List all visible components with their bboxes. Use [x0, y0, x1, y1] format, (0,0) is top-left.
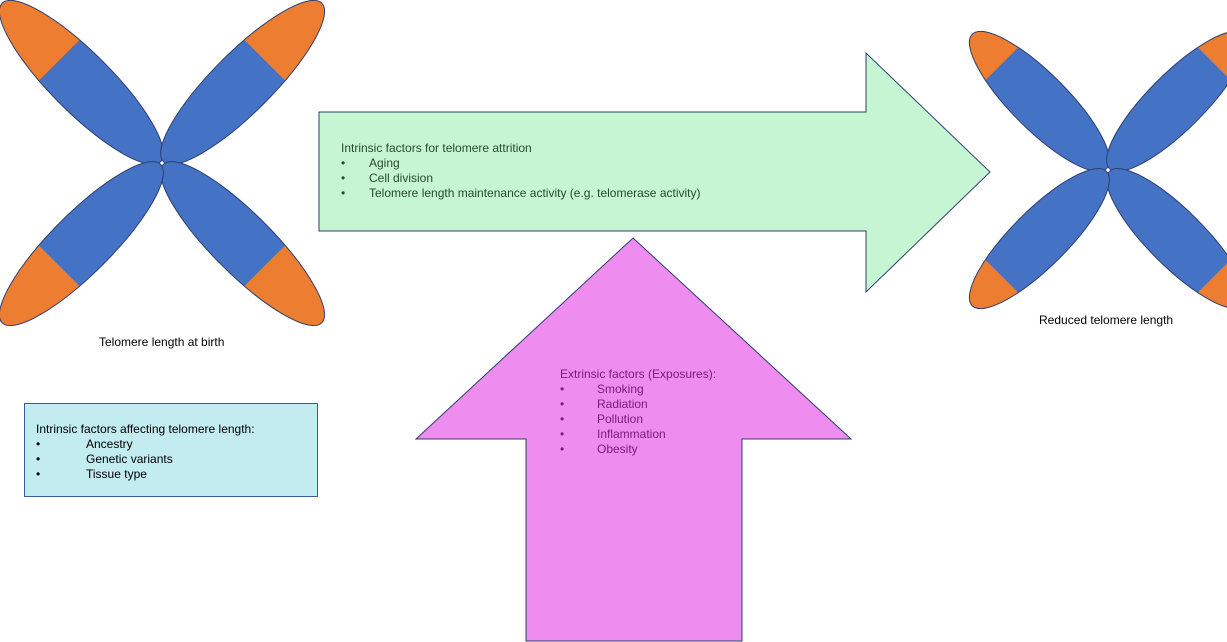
chromatid-body — [1106, 168, 1227, 309]
attrition-factors-text: Intrinsic factors for telomere attrition… — [341, 141, 700, 201]
extrinsic-factor-item: • Smoking — [560, 382, 716, 397]
extrinsic-factors-arrow — [414, 237, 853, 642]
intrinsic-factors-title: Intrinsic factors affecting telomere len… — [36, 422, 255, 436]
extrinsic-factor-label: Smoking — [597, 382, 644, 396]
chromosome-reduced-icon — [952, 14, 1227, 326]
chromatid-outline — [160, 0, 326, 165]
attrition-factor-item: • Cell division — [341, 171, 700, 186]
bullet-icon: • — [560, 442, 565, 456]
caption-reduced-telomere: Reduced telomere length — [1039, 313, 1174, 327]
intrinsic-factors-text: Intrinsic factors affecting telomere len… — [36, 422, 255, 482]
telomere-cap — [242, 0, 344, 83]
caption-telomere-birth: Telomere length at birth — [99, 335, 225, 349]
bullet-icon: • — [36, 437, 41, 451]
bullet-icon: • — [341, 186, 346, 200]
chromatid-body — [969, 168, 1110, 309]
intrinsic-factor-item: • Genetic variants — [36, 452, 255, 467]
chromatid-arm — [0, 161, 164, 345]
telomere-cap — [242, 243, 344, 345]
bullet-icon: • — [36, 467, 41, 481]
attrition-factor-label: Aging — [369, 156, 400, 170]
chromatid-arm — [160, 0, 344, 165]
chromatid-outline — [1106, 168, 1227, 310]
attrition-factor-item: • Telomere length maintenance activity (… — [341, 186, 700, 201]
extrinsic-factor-label: Radiation — [597, 397, 648, 411]
extrinsic-factor-item: • Radiation — [560, 397, 716, 412]
chromatid-arm — [1106, 14, 1227, 172]
extrinsic-factor-label: Inflammation — [597, 427, 666, 441]
intrinsic-factor-label: Tissue type — [86, 467, 147, 481]
chromatid-body — [969, 31, 1110, 172]
intrinsic-factor-item: • Tissue type — [36, 467, 255, 482]
extrinsic-factors-text: Extrinsic factors (Exposures): • Smoking… — [560, 367, 716, 457]
chromatid-outline — [0, 161, 164, 327]
extrinsic-factor-label: Pollution — [597, 412, 644, 426]
extrinsic-factor-item: • Obesity — [560, 442, 716, 457]
bullet-icon: • — [341, 156, 346, 170]
bullet-icon: • — [560, 427, 565, 441]
chromatid-outline — [1106, 30, 1227, 172]
bullet-icon: • — [560, 412, 565, 426]
chromatid-body — [0, 0, 164, 165]
bullet-icon: • — [560, 382, 565, 396]
chromatid-outline — [968, 30, 1110, 172]
chromosome-birth-icon — [0, 0, 344, 345]
attrition-factors-title: Intrinsic factors for telomere attrition — [341, 141, 532, 155]
extrinsic-factor-item: • Inflammation — [560, 427, 716, 442]
bullet-icon: • — [36, 452, 41, 466]
attrition-factor-item: • Aging — [341, 156, 700, 171]
chromatid-arm — [0, 0, 164, 165]
extrinsic-factor-label: Obesity — [597, 442, 638, 456]
telomere-attrition-arrow — [318, 51, 991, 294]
intrinsic-factors-box: Intrinsic factors affecting telomere len… — [24, 403, 318, 497]
extrinsic-factors-title: Extrinsic factors (Exposures): — [560, 367, 717, 381]
bullet-icon: • — [341, 171, 346, 185]
extrinsic-factor-item: • Pollution — [560, 412, 716, 427]
intrinsic-factor-item: • Ancestry — [36, 437, 255, 452]
intrinsic-factor-label: Ancestry — [86, 437, 133, 451]
telomere-cap — [0, 243, 82, 345]
intrinsic-factor-label: Genetic variants — [86, 452, 173, 466]
bullet-icon: • — [560, 397, 565, 411]
chromatid-arm — [160, 161, 344, 345]
chromatid-body — [1106, 31, 1227, 172]
chromatid-outline — [968, 168, 1110, 310]
attrition-factor-label: Cell division — [369, 171, 434, 185]
attrition-factor-label: Telomere length maintenance activity (e.… — [369, 186, 701, 200]
